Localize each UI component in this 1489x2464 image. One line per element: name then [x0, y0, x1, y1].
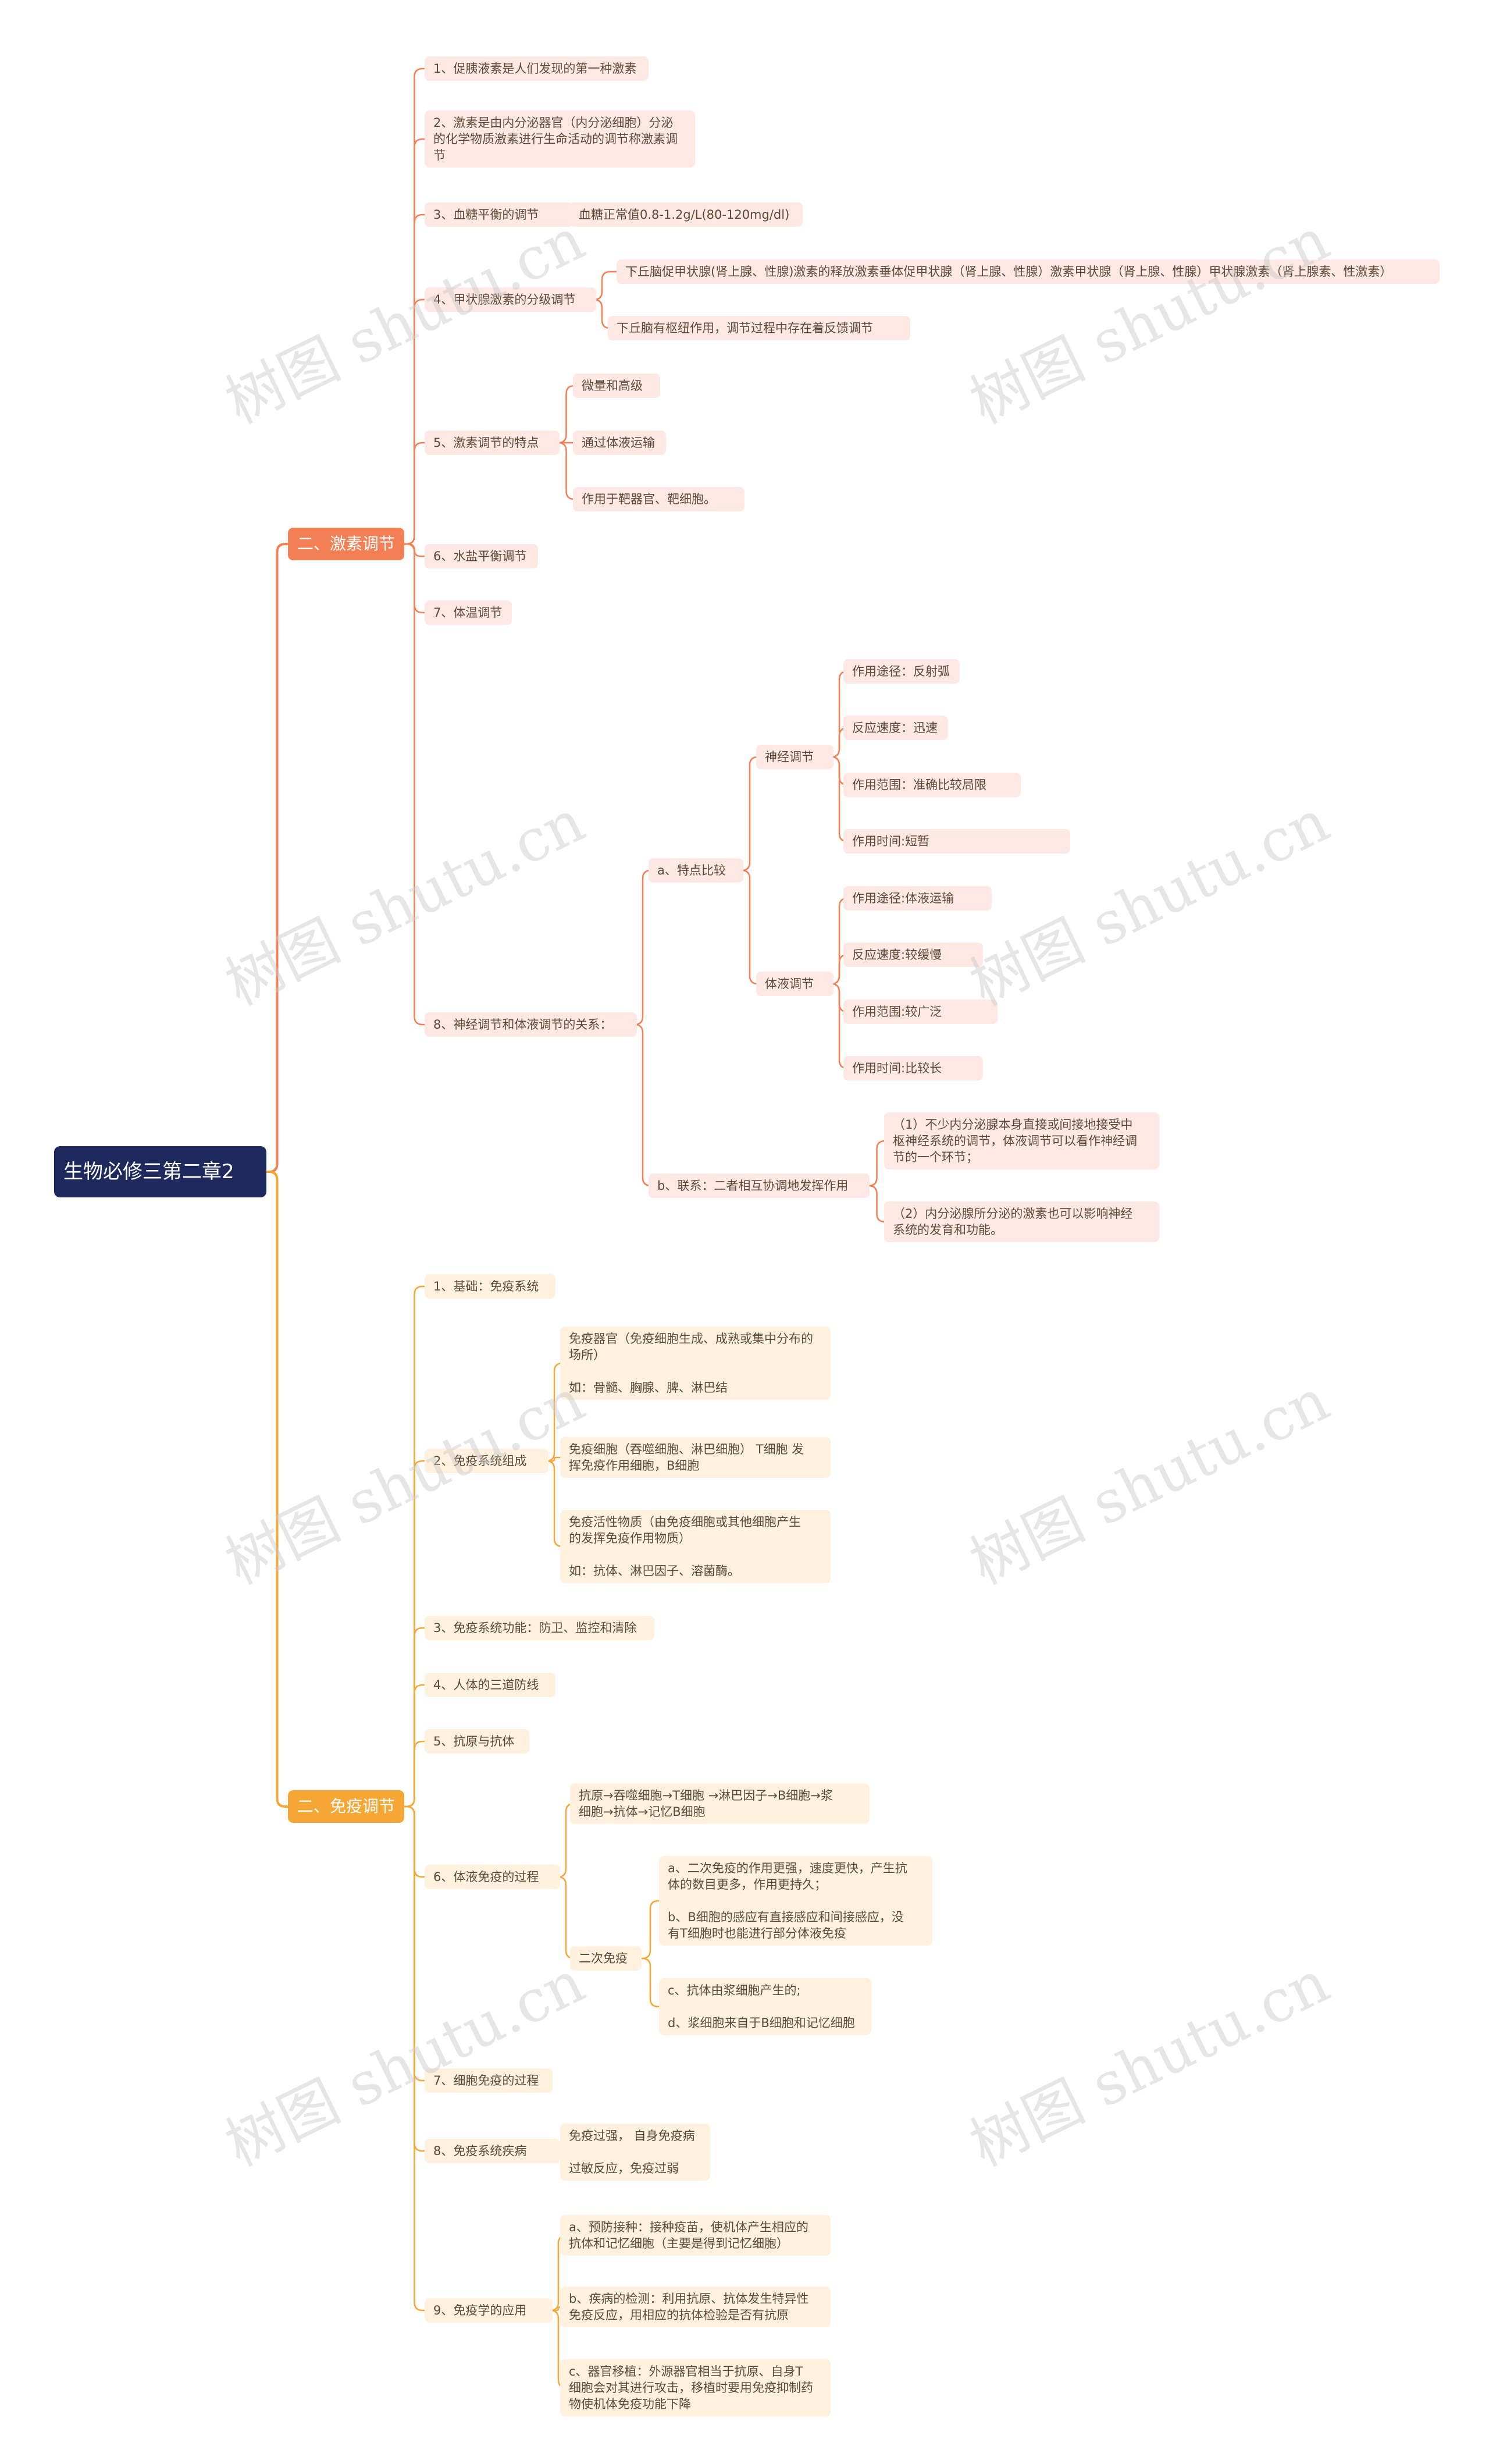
immune-cells[interactable]: 免疫细胞（吞噬细胞、淋巴细胞） T细胞 发 挥免疫作用细胞，B细胞 [560, 1437, 831, 1478]
connector-line [634, 1023, 651, 1187]
immune-item-6[interactable]: 6、体液免疫的过程 [425, 1865, 560, 1889]
connector-line [404, 1740, 425, 1808]
feature-target[interactable]: 作用于靶器官、靶细胞。 [573, 487, 744, 511]
immune-item-2[interactable]: 2、免疫系统组成 [425, 1449, 548, 1473]
blood-sugar-range[interactable]: 血糖正常值0.8-1.2g/L(80-120mg/dl) [570, 202, 803, 227]
nerve-path[interactable]: 作用途径：反射弧 [843, 659, 960, 684]
connector-line [548, 1456, 560, 1462]
connector-line [593, 271, 617, 301]
immune-item-7[interactable]: 7、细胞免疫的过程 [425, 2068, 553, 2093]
immune-organs[interactable]: 免疫器官（免疫细胞生成、成熟或集中分布的 场所） 如：骨髓、胸腺、脾、淋巴结 [560, 1327, 831, 1400]
fluid-speed[interactable]: 反应速度:较缓慢 [843, 943, 983, 967]
fluid-regulation[interactable]: 体液调节 [756, 972, 833, 996]
immune-item-3[interactable]: 3、免疫系统功能：防卫、监控和清除 [425, 1616, 654, 1640]
immune-item-4[interactable]: 4、人体的三道防线 [425, 1673, 555, 1697]
hormone-item-4[interactable]: 4、甲状腺激素的分级调节 [425, 287, 596, 312]
immune-item-1[interactable]: 1、基础：免疫系统 [425, 1274, 555, 1299]
application-transplant[interactable]: c、器官移植：外源器官相当于抗原、自身T 细胞会对其进行攻击，移植时要用免疫抑制… [560, 2359, 831, 2416]
compare-node[interactable]: a、特点比较 [649, 858, 743, 883]
hormone-item-3[interactable]: 3、血糖平衡的调节 [425, 202, 573, 227]
nerve-regulation[interactable]: 神经调节 [756, 745, 833, 769]
immune-diseases[interactable]: 免疫过强， 自身免疫病 过敏反应，免疫过弱 [560, 2124, 710, 2181]
fluid-duration[interactable]: 作用时间:比较长 [843, 1056, 983, 1080]
connector-line [593, 298, 611, 329]
secondary-detail-cd[interactable]: c、抗体由浆细胞产生的; d、浆细胞来自于B细胞和记忆细胞 [659, 1978, 871, 2035]
immune-substances[interactable]: 免疫活性物质（由免疫细胞或其他细胞产生 的发挥免疫作用物质） 如：抗体、淋巴因子… [560, 1510, 831, 1583]
hormone-item-8[interactable]: 8、神经调节和体液调节的关系： [425, 1012, 637, 1037]
nerve-speed[interactable]: 反应速度：迅速 [843, 716, 948, 740]
application-vaccine[interactable]: a、预防接种：接种疫苗，使机体产生相应的 抗体和记忆细胞（主要是得到记忆细胞） [560, 2215, 831, 2256]
hypothalamus-hub[interactable]: 下丘脑有枢纽作用，调节过程中存在着反馈调节 [608, 316, 910, 340]
hormone-item-5[interactable]: 5、激素调节的特点 [425, 431, 560, 455]
connector-line [741, 869, 758, 985]
connector-line [642, 1957, 659, 2008]
branch-node-hormone[interactable]: 二、激素调节 [288, 528, 404, 560]
fluid-scope[interactable]: 作用范围:较广泛 [843, 1000, 998, 1024]
connector-line [404, 543, 425, 1026]
immune-item-5[interactable]: 5、抗原与抗体 [425, 1729, 529, 1754]
relation-node[interactable]: b、联系：二者相互协调地发挥作用 [649, 1174, 870, 1198]
immune-item-9[interactable]: 9、免疫学的应用 [425, 2298, 553, 2323]
connector-line [642, 1900, 659, 1960]
application-detection[interactable]: b、疾病的检测：利用抗原、抗体发生特异性 免疫反应，用相应的抗体检验是否有抗原 [560, 2287, 831, 2327]
nerve-scope[interactable]: 作用范围：准确比较局限 [843, 773, 1021, 797]
connector-line [404, 1805, 425, 2312]
connector-line [634, 869, 651, 1026]
immune-item-8[interactable]: 8、免疫系统疾病 [425, 2139, 560, 2163]
hormone-item-2[interactable]: 2、激素是由内分泌器官（内分泌细胞）分泌 的化学物质激素进行生命活动的调节称激素… [425, 111, 695, 168]
connector-line [868, 1185, 885, 1223]
connector-line [553, 2306, 561, 2312]
secondary-detail-ab[interactable]: a、二次免疫的作用更强，速度更快，产生抗 体的数目更多，作用更持久； b、B细胞… [659, 1856, 932, 1946]
nerve-duration[interactable]: 作用时间:短暂 [843, 829, 1070, 854]
connector-line [558, 442, 575, 500]
feature-trace-efficient[interactable]: 微量和高级 [573, 374, 660, 398]
secondary-immune[interactable]: 二次免疫 [570, 1946, 642, 1971]
branch-node-immune[interactable]: 二、免疫调节 [288, 1790, 404, 1823]
connector-line [546, 1460, 563, 1548]
hormone-item-6[interactable]: 6、水盐平衡调节 [425, 544, 538, 568]
connector-line [741, 756, 758, 872]
fluid-path[interactable]: 作用途径:体液运输 [843, 886, 992, 911]
humoral-chain[interactable]: 抗原→吞噬细胞→T细胞 →淋巴因子→B细胞→浆 细胞→抗体→记忆B细胞 [570, 1783, 870, 1824]
relation-item-1[interactable]: （1）不少内分泌腺本身直接或间接地接受中 枢神经系统的调节，体液调节可以看作神经… [884, 1112, 1159, 1169]
hormone-item-7[interactable]: 7、体温调节 [425, 600, 512, 625]
connector-line [868, 1140, 885, 1187]
relation-item-2[interactable]: （2）内分泌腺所分泌的激素也可以影响神经 系统的发育和功能。 [884, 1201, 1159, 1242]
root-node[interactable]: 生物必修三第二章2 [54, 1146, 266, 1197]
connector-line [266, 1171, 288, 1808]
hormone-item-1[interactable]: 1、促胰液素是人们发现的第一种激素 [425, 56, 649, 81]
feature-body-fluid[interactable]: 通过体液运输 [573, 431, 666, 455]
thyroid-axis[interactable]: 下丘脑促甲状腺(肾上腺、性腺)激素的释放激素垂体促甲状腺（肾上腺、性腺）激素甲状… [617, 259, 1440, 284]
